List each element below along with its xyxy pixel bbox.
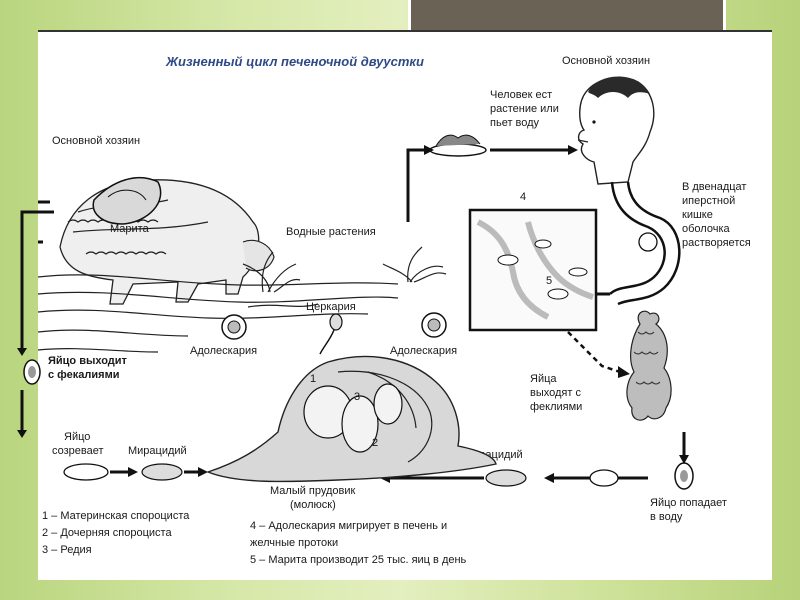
label-snail: Малый прудовик (молюск) <box>270 485 358 511</box>
label-adolescaria-right: Адолескария <box>390 345 457 357</box>
label-egg-exits: Яйцо выходит с фекалиями <box>48 355 130 381</box>
label-cercaria: Церкария <box>306 301 356 313</box>
svg-text:5 – Марита производит 25 тыс.: 5 – Марита производит 25 тыс. яиц в день <box>250 554 467 566</box>
legend-right: 4 – Адолескария мигрирует в печень и жел… <box>250 520 467 566</box>
label-num-2: 2 <box>372 437 378 449</box>
duodenum-egg-icon <box>638 232 658 252</box>
label-num-4: 4 <box>520 191 526 203</box>
label-num-5: 5 <box>546 275 552 287</box>
plate-icon <box>429 134 487 157</box>
miracidium-right-icon <box>485 469 527 487</box>
snail-illustration <box>205 355 497 483</box>
water-plants-left <box>242 251 301 293</box>
label-num-3: 3 <box>354 391 360 403</box>
label-egg-water: Яйцо попадает в воду <box>650 497 730 523</box>
label-num-1: 1 <box>310 373 316 385</box>
label-duodenum: В двенадцат иперстной кишке оболочка рас… <box>682 181 751 249</box>
label-marita: Марита <box>110 223 150 235</box>
egg-right-icon <box>589 469 619 487</box>
diagram-title: Жизненный цикл печеночной двуустки <box>165 54 424 69</box>
label-eggs-exit: Яйца выходят с феклиями <box>530 373 584 413</box>
label-host-right: Основной хозяин <box>562 55 650 67</box>
svg-text:желчные протоки: желчные протоки <box>250 537 338 549</box>
egg-matures-icon <box>63 463 109 481</box>
svg-text:1 – Материнская спороциста: 1 – Материнская спороциста <box>42 510 190 522</box>
svg-text:4 – Адолескария мигрирует в пе: 4 – Адолескария мигрирует в печень и <box>250 520 447 532</box>
label-miracidium-left: Мирацидий <box>128 445 187 457</box>
water-illustration <box>38 274 399 353</box>
egg-water-icon <box>674 462 694 490</box>
human-head-illustration <box>577 76 655 185</box>
person-silhouette <box>626 310 672 421</box>
svg-text:2 – Дочерняя спороциста: 2 – Дочерняя спороциста <box>42 527 172 539</box>
life-cycle-diagram: Жизненный цикл печеночной двуустки Основ… <box>38 54 751 566</box>
sheep-illustration <box>59 177 275 305</box>
svg-text:3 – Редия: 3 – Редия <box>42 544 92 556</box>
label-water-plants: Водные растения <box>286 226 376 238</box>
adolescaria-right-icon <box>421 312 447 338</box>
slide-canvas: Жизненный цикл печеночной двуустки Основ… <box>17 30 772 580</box>
label-egg-matures: Яйцо созревает <box>52 431 104 457</box>
left-column-arrows <box>17 210 54 438</box>
label-host-left: Основной хозяин <box>52 135 140 147</box>
label-adolescaria-left: Адолескария <box>190 345 257 357</box>
cercaria-icon <box>319 313 343 355</box>
label-human-eats: Человек ест растение или пьет воду <box>490 89 562 129</box>
liver-inset <box>468 208 598 332</box>
adolescaria-left-icon <box>221 314 247 340</box>
legend-left: 1 – Материнская спороциста 2 – Дочерняя … <box>42 510 190 556</box>
miracidium-left-icon <box>141 463 183 481</box>
header-tab <box>408 0 726 33</box>
water-plants-right <box>382 246 447 283</box>
